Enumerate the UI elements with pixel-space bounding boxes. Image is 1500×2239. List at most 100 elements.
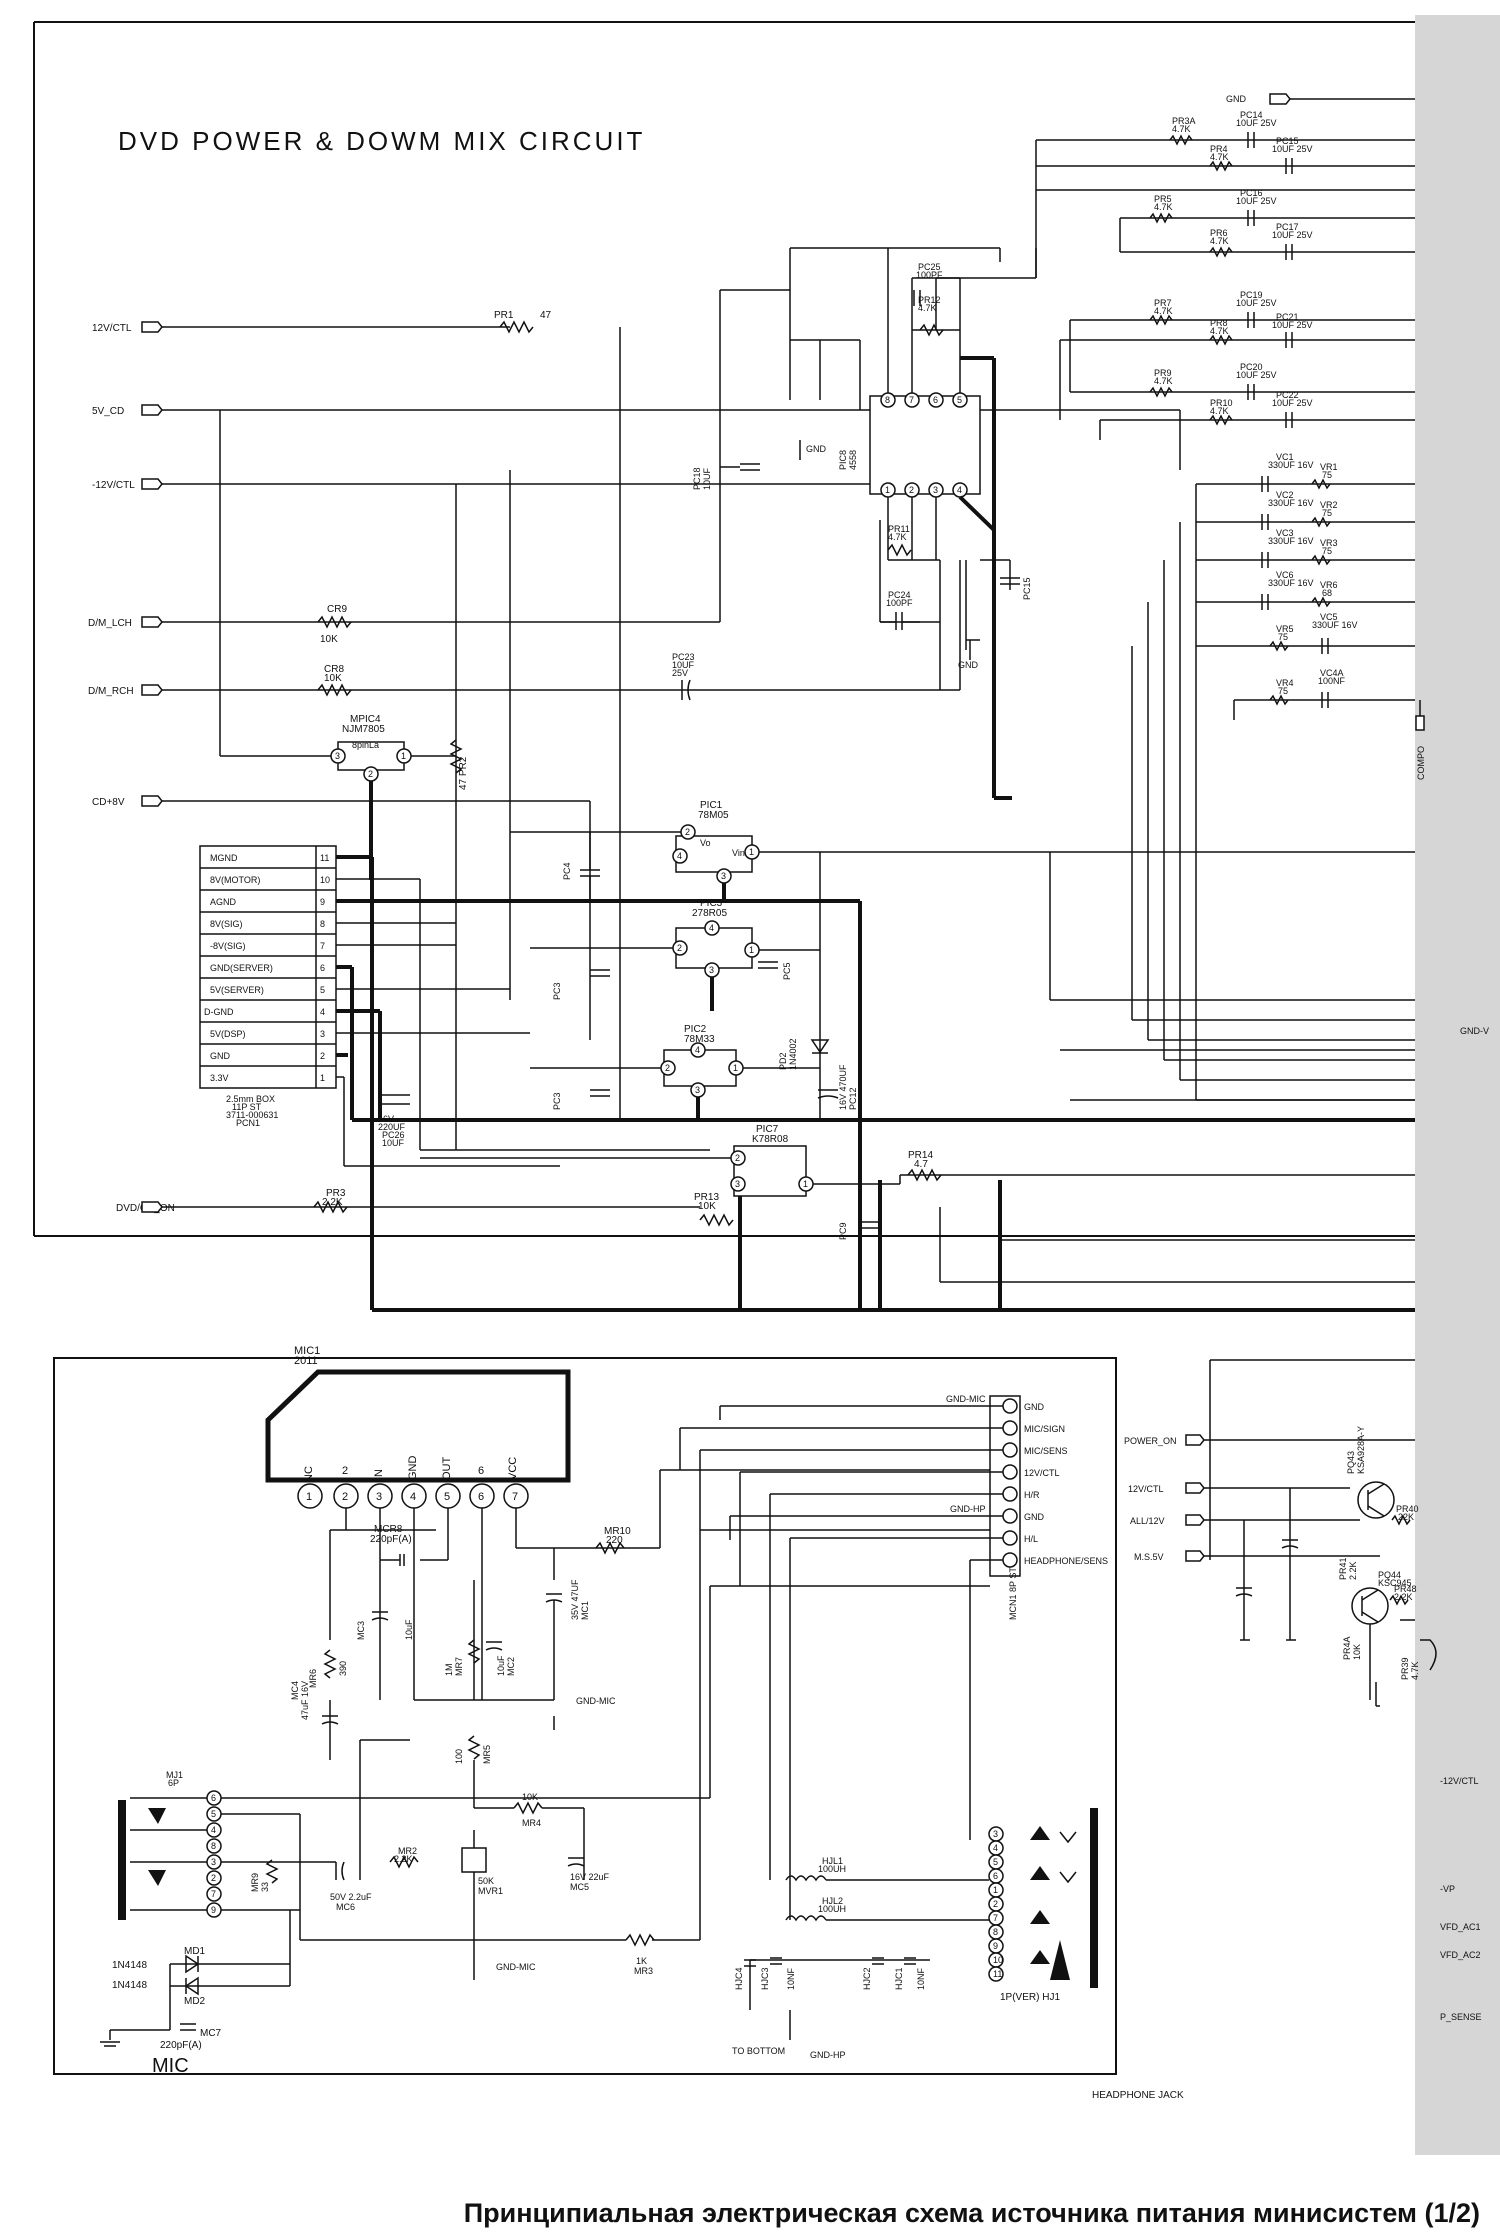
svg-text:PR6: PR6 [1210,228,1228,238]
svg-text:VR2: VR2 [1320,500,1338,510]
svg-text:IN: IN [373,1469,385,1480]
panel-vp: -VP [1440,1884,1455,1894]
svg-text:3: 3 [721,871,726,881]
svg-text:PC20: PC20 [1240,362,1263,372]
svg-text:4: 4 [957,485,962,495]
capacitor-pc12: PC12 16V 470UF [817,1064,858,1110]
panel-m12v: -12V/CTL [1440,1776,1479,1786]
svg-text:MIC1: MIC1 [294,1345,320,1357]
svg-text:3: 3 [933,485,938,495]
svg-text:330UF 16V: 330UF 16V [1268,498,1314,508]
svg-text:8: 8 [211,1841,216,1851]
svg-text:PR10: PR10 [1210,398,1233,408]
svg-text:2: 2 [909,485,914,495]
svg-text:Vo: Vo [700,838,711,848]
svg-text:4.7K: 4.7K [1154,202,1173,212]
svg-text:MR10: MR10 [604,1526,631,1537]
svg-text:1P(VER) HJ1: 1P(VER) HJ1 [1000,1992,1060,2003]
svg-text:PR4A: PR4A [1342,1636,1352,1660]
svg-text:100UH: 100UH [818,1904,846,1914]
svg-text:220: 220 [606,1535,623,1546]
svg-text:CR8: CR8 [324,664,344,675]
svg-text:4.7K: 4.7K [1210,406,1229,416]
svg-text:5: 5 [993,1857,998,1867]
svg-text:75: 75 [1322,470,1332,480]
svg-text:ALL/12V: ALL/12V [1130,1516,1165,1526]
svg-text:MCN1 8P ST: MCN1 8P ST [1008,1567,1018,1620]
svg-text:1: 1 [749,847,754,857]
svg-text:35V 47UF: 35V 47UF [570,1579,580,1620]
pin-label: 3.3V [210,1073,229,1083]
svg-text:MR4: MR4 [522,1818,541,1828]
svg-text:COMPO: COMPO [1416,746,1426,780]
capacitor-pc25: PC25 100PF [913,262,943,306]
svg-text:GND-MIC: GND-MIC [496,1962,536,1972]
svg-text:1: 1 [401,751,406,761]
pin-label: GND [210,1051,231,1061]
svg-text:PIC8: PIC8 [838,450,848,470]
svg-text:330UF 16V: 330UF 16V [1312,620,1358,630]
regulator-caps: PC4 PC3 PC3 PC9 PC5 [552,832,882,1240]
resistor-cr8: CR8 10K [317,664,352,697]
capacitor-pc23: PC23 10UF 25V [672,652,695,701]
pin-label: GND(SERVER) [210,963,273,973]
svg-text:8: 8 [885,395,890,405]
svg-text:10UF 25V: 10UF 25V [1236,118,1277,128]
svg-text:PC4: PC4 [562,862,572,880]
svg-text:2: 2 [342,1491,348,1503]
svg-text:2: 2 [993,1899,998,1909]
svg-text:HJC4: HJC4 [734,1967,744,1990]
svg-text:330UF 16V: 330UF 16V [1268,578,1314,588]
svg-text:PR4: PR4 [1210,144,1228,154]
svg-text:GND-HP: GND-HP [950,1504,986,1514]
svg-text:33: 33 [260,1882,270,1892]
jack-pin-label: MIC/SENS [1024,1446,1068,1456]
svg-text:PCN1: PCN1 [236,1118,260,1128]
svg-text:MR5: MR5 [482,1745,492,1764]
svg-text:9: 9 [320,897,325,907]
svg-text:4.7K: 4.7K [1154,376,1173,386]
svg-text:390: 390 [338,1661,348,1676]
svg-text:GND-MIC: GND-MIC [576,1696,616,1706]
signal-m12v-ctl: -12V/CTL [92,480,135,491]
svg-text:PC5: PC5 [782,962,792,980]
svg-text:MC6: MC6 [336,1902,355,1912]
svg-text:PC26: PC26 [382,1130,405,1140]
pin-label: 5V(SERVER) [210,985,264,995]
svg-text:PC15: PC15 [1022,577,1032,600]
svg-text:6P: 6P [168,1778,179,1788]
signal-dm-lch: D/M_LCH [88,618,132,629]
svg-text:278R05: 278R05 [692,908,727,919]
svg-text:2: 2 [211,1873,216,1883]
svg-text:4: 4 [993,1843,998,1853]
svg-text:9: 9 [993,1941,998,1951]
svg-text:12V/CTL: 12V/CTL [1128,1484,1164,1494]
svg-text:2: 2 [735,1153,740,1163]
svg-text:4.7: 4.7 [914,1159,928,1170]
jack-pin-label: HEADPHONE/SENS [1024,1556,1108,1566]
jack-pin-label: H/L [1024,1534,1038,1544]
capacitor-pc18: PC18 10UF [692,463,760,490]
svg-text:4.7K: 4.7K [1210,152,1229,162]
svg-text:330UF 16V: 330UF 16V [1268,536,1314,546]
svg-text:3: 3 [709,965,714,975]
svg-text:100: 100 [454,1749,464,1764]
svg-text:MR9: MR9 [250,1873,260,1892]
left-signals: 12V/CTL 5V_CD -12V/CTL D/M_LCH D/M_RCH C… [88,321,1180,1214]
panel-psense: P_SENSE [1440,2012,1482,2022]
svg-text:PR40: PR40 [1396,1504,1419,1514]
svg-text:3711-000631: 3711-000631 [226,1110,278,1120]
svg-text:PC18: PC18 [692,467,702,490]
svg-text:11P ST: 11P ST [232,1102,262,1112]
svg-text:10uF: 10uF [496,1655,506,1676]
svg-text:VC4A: VC4A [1320,668,1344,678]
svg-text:GND-HP: GND-HP [810,2050,846,2060]
svg-text:4: 4 [410,1491,416,1503]
svg-text:10UF 25V: 10UF 25V [1272,398,1313,408]
svg-text:2.2K: 2.2K [322,1197,343,1208]
svg-text:K78R08: K78R08 [752,1134,789,1145]
svg-text:PR48: PR48 [1394,1584,1417,1594]
